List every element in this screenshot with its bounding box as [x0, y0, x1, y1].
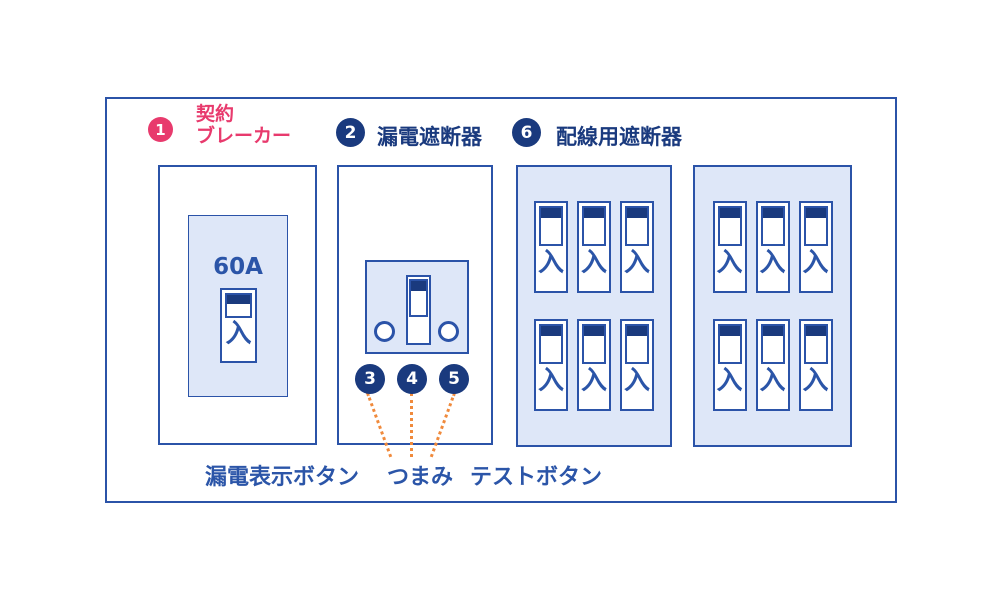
branch-breaker: 入 [755, 201, 790, 293]
contract-breaker-panel: 60A 入 [158, 165, 317, 445]
branch-breaker: 入 [798, 319, 833, 411]
contract-breaker-title: 契約 ブレーカー [196, 103, 292, 148]
switch-on-label: 入 [537, 248, 564, 278]
switch-on-label: 入 [225, 319, 252, 349]
elcb-knob [406, 275, 431, 345]
breaker-row: 入入入 [534, 201, 654, 293]
branch-breaker: 入 [577, 201, 611, 293]
switch-window [717, 324, 742, 364]
switch-on-label: 入 [759, 248, 786, 278]
switch-window [539, 206, 563, 246]
branch-breaker-panel-1: 入入入入入入 [516, 165, 672, 447]
breaker-row: 入入入 [712, 201, 833, 293]
contract-breaker-switch: 入 [220, 288, 257, 363]
badge-6: 6 [512, 118, 541, 147]
switch-on-label: 入 [802, 366, 829, 396]
elcb-unit [365, 260, 469, 354]
leader-line-knob [410, 393, 413, 457]
switch-window [803, 206, 828, 246]
elcb-panel: 3 4 5 [337, 165, 493, 445]
switch-on-label: 入 [802, 248, 829, 278]
branch-breaker: 入 [798, 201, 833, 293]
branch-breaker: 入 [534, 201, 568, 293]
switch-window [760, 206, 785, 246]
switch-window [582, 206, 606, 246]
badge-4: 4 [397, 364, 427, 394]
breaker-row: 入入入 [712, 319, 833, 411]
badge-3: 3 [355, 364, 385, 394]
branch-breaker: 入 [712, 319, 747, 411]
breaker-grid: 入入入入入入 [695, 167, 850, 445]
switch-window [625, 324, 649, 364]
branch-breaker: 入 [620, 201, 654, 293]
badge-5: 5 [439, 364, 469, 394]
switch-window [803, 324, 828, 364]
switch-window [409, 279, 428, 317]
breaker-row: 入入入 [534, 319, 654, 411]
branch-breaker-panel-2: 入入入入入入 [693, 165, 852, 447]
switch-on-label: 入 [537, 366, 564, 396]
breaker-grid: 入入入入入入 [518, 167, 670, 445]
contract-breaker-unit: 60A 入 [188, 215, 288, 397]
elcb-title: 漏電遮断器 [377, 125, 482, 149]
branch-breaker: 入 [755, 319, 790, 411]
switch-window [717, 206, 742, 246]
test-button-label: テストボタン [470, 465, 603, 490]
branch-breaker: 入 [712, 201, 747, 293]
switch-window [760, 324, 785, 364]
switch-window [582, 324, 606, 364]
badge-1: 1 [148, 117, 173, 142]
branch-breaker: 入 [577, 319, 611, 411]
switch-on-label: 入 [623, 248, 650, 278]
switch-window [539, 324, 563, 364]
ampere-rating-label: 60A [213, 254, 263, 280]
switch-on-label: 入 [580, 248, 607, 278]
test-button [438, 321, 459, 342]
switch-on-label: 入 [759, 366, 786, 396]
switch-on-label: 入 [716, 366, 743, 396]
branch-breaker: 入 [534, 319, 568, 411]
switch-on-label: 入 [623, 366, 650, 396]
switch-on-label: 入 [716, 248, 743, 278]
knob-label: つまみ [387, 465, 454, 490]
switch-window [625, 206, 649, 246]
branch-breaker-title: 配線用遮断器 [556, 125, 682, 149]
branch-breaker: 入 [620, 319, 654, 411]
switch-on-label: 入 [580, 366, 607, 396]
leak-indicator-button [374, 321, 395, 342]
leak-indicator-label: 漏電表示ボタン [205, 465, 360, 490]
badge-2: 2 [336, 118, 365, 147]
switch-window [225, 293, 252, 318]
